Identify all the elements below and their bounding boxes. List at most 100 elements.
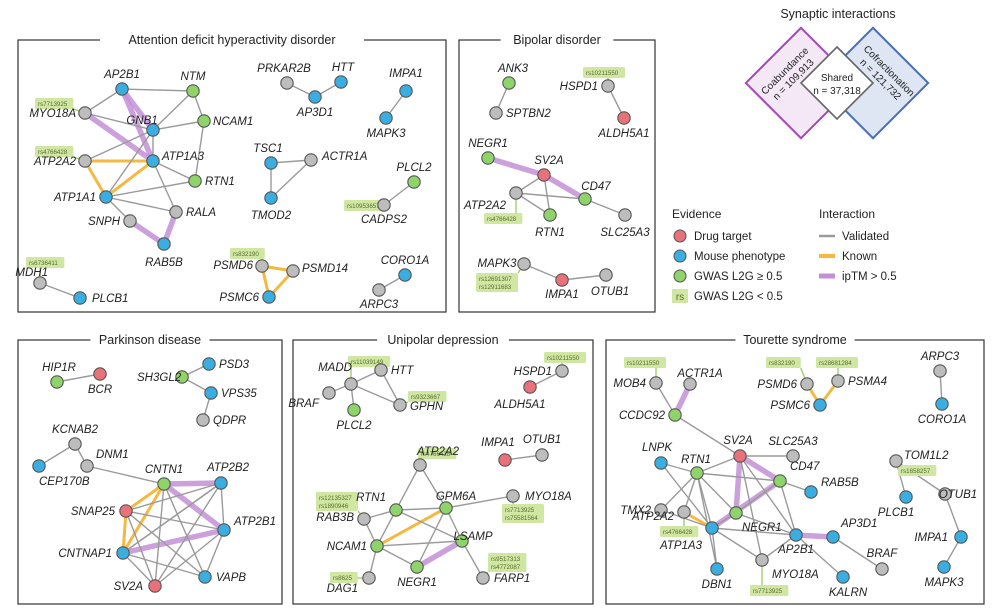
gwas-low-badge — [766, 357, 801, 368]
legend: Evidence Interaction Drug target Mouse p… — [672, 207, 897, 303]
edge-validated-rtn1-ncam1 — [376, 509, 397, 547]
edge-validated-atp1a3-myo18a — [711, 527, 763, 561]
gwas-low-badge — [544, 352, 586, 363]
gene-label-vapb: VAPB — [216, 572, 246, 584]
node-psmd6 — [255, 259, 269, 273]
edge-validated-snap25-atp2b2 — [125, 482, 222, 512]
gene-label-mob4: MOB4 — [613, 378, 646, 390]
edge-validated-gpm6a-myo18a — [445, 495, 514, 509]
node-atp2a2 — [509, 186, 523, 200]
node-sh3gl2 — [175, 370, 189, 384]
gene-label-otub1: OTUB1 — [939, 489, 977, 501]
node-plcl2 — [407, 175, 421, 189]
gene-label-ap2b1: AP2B1 — [777, 544, 814, 556]
node-hspd1 — [555, 364, 569, 378]
node-sv2a — [733, 449, 747, 463]
node-prkar2b — [280, 76, 294, 90]
gene-label-rtn1: RTN1 — [681, 454, 711, 466]
node-impa1 — [954, 530, 968, 544]
node-myo18a — [755, 553, 769, 567]
nodes — [32, 357, 231, 593]
gwas-low-snp-id: rs9323667 — [411, 394, 441, 401]
gene-label-rala: RALA — [186, 207, 216, 219]
edge-validated-myo18a-gnb1 — [84, 112, 154, 131]
edge-validated-ccdc92-sv2a — [674, 414, 741, 457]
node-psmd14 — [286, 264, 300, 278]
edge-validated-ncam1-negr1 — [376, 545, 418, 568]
node-snap25 — [119, 504, 133, 518]
gene-label-plcb1: PLCB1 — [92, 293, 128, 305]
gene-label-snap25: SNAP25 — [71, 506, 116, 518]
gwas-low-badge — [316, 492, 358, 511]
edge-validated-cntn1-vapb — [163, 483, 206, 578]
panel-parkinson: Parkinson diseaseHIP1RBCRSH3GL2PSD3VPS35… — [17, 332, 283, 605]
edge-known-ncam1-gpm6a — [375, 506, 448, 548]
gene-label-cntn1: CNTN1 — [145, 464, 183, 476]
edge-validated-lnpk-atp1a3 — [660, 462, 713, 529]
node-htt — [334, 75, 348, 89]
gene-label-kcnab2: KCNAB2 — [52, 424, 99, 436]
gene-label-madd: MADD — [318, 362, 352, 374]
gene-label-actr1a: ACTR1A — [676, 368, 723, 380]
edge-validated-atp2b1-sv2a — [154, 529, 225, 587]
edge-validated-gnb1-atp2a2 — [84, 129, 154, 162]
gene-label-ap3d1: AP3D1 — [296, 107, 333, 119]
gene-label-negr1: NEGR1 — [742, 522, 782, 534]
node-tsc1 — [264, 156, 278, 170]
gene-label-tom1l2: TOM1L2 — [904, 450, 949, 462]
node-cd47 — [578, 192, 592, 206]
gene-label-otub1: OTUB1 — [591, 286, 629, 298]
panel-title: Tourette syndrome — [743, 333, 847, 347]
gwas-low-badge — [624, 357, 666, 368]
node-atp2b2 — [214, 476, 228, 490]
node-slc25a3 — [786, 449, 800, 463]
node-braf — [322, 386, 336, 400]
edge-validated-atp1a3-ap2b1 — [711, 527, 797, 536]
node-sv2a — [148, 579, 162, 593]
node-dbn1 — [710, 562, 724, 576]
gwas-low-badge — [583, 67, 625, 78]
gene-label-aldh5a1: ALDH5A1 — [493, 399, 545, 411]
edge-validated-ntm-gnb1 — [152, 90, 194, 131]
gene-label-cadps2: CADPS2 — [361, 214, 408, 226]
node-cd47 — [773, 474, 787, 488]
panel-title-bg — [100, 32, 364, 46]
edge-validated-madd-gphn — [350, 383, 401, 406]
node-dnm1 — [80, 459, 94, 473]
gene-label-rtn1: RTN1 — [535, 227, 565, 239]
gwas-low-snp-id: rs1658257 — [901, 468, 931, 475]
nodes — [33, 75, 421, 305]
node-mapk3 — [937, 560, 951, 574]
panel-title: Parkinson disease — [99, 333, 201, 347]
node-ncam1 — [197, 114, 211, 128]
gene-label-myo18a: MYO18A — [772, 569, 819, 581]
gene-label-tsc1: TSC1 — [253, 143, 282, 155]
gene-labels: HIP1RBCRSH3GL2PSD3VPS35QDPRKCNAB2DNM1CEP… — [39, 359, 276, 593]
edge-validated-atp2b2-atp2b1 — [220, 482, 225, 531]
gwas-low-badge — [344, 200, 386, 211]
node-rtn1 — [389, 503, 403, 517]
legend-interaction-title: Interaction — [819, 207, 875, 221]
edge-validated-rtn1-lsamp — [395, 509, 463, 542]
edges — [38, 363, 227, 587]
node-otub1 — [535, 448, 549, 462]
gwas-low-badge — [816, 357, 858, 368]
gene-label-psmc6: PSMC6 — [219, 292, 259, 304]
gwas-low-badge — [898, 465, 937, 476]
edge-validated-atp2a2-gpm6a — [419, 464, 447, 509]
gene-label-htt: HTT — [332, 62, 355, 74]
edge-known-cntn1-cntnap1 — [121, 482, 166, 555]
gwas-low-snp-id: rs4766428 — [663, 529, 693, 536]
node-vps35 — [204, 386, 218, 400]
venn-title: Synaptic interactions — [780, 7, 895, 21]
edge-validated-atp2a2-cd47 — [515, 192, 586, 200]
node-cadps2 — [377, 198, 391, 212]
gwas-low-snp-id: rs4766428 — [38, 149, 68, 156]
gene-label-slc25a3: SLC25A3 — [600, 227, 650, 239]
legend-known-label: Known — [842, 251, 877, 263]
edge-known-snap25-cntnap1 — [121, 509, 128, 555]
gene-label-gphn: GPHN — [410, 401, 444, 413]
edge-validated-cntnap1-sv2a — [122, 552, 156, 587]
